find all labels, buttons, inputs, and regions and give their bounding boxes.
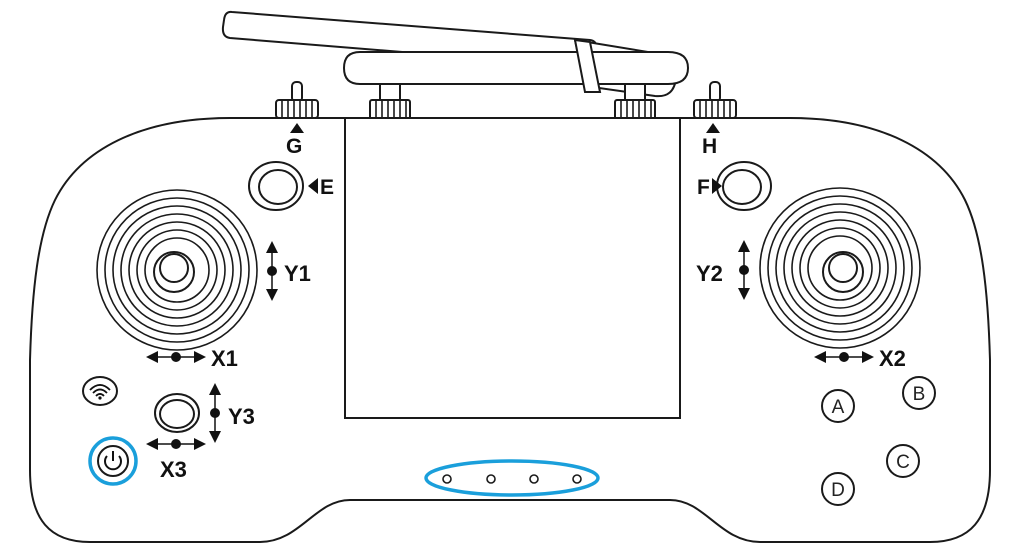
wifi-button[interactable] (82, 376, 118, 406)
label-f: F (697, 176, 710, 199)
x1-axis-arrow-icon (146, 351, 206, 363)
antenna-post-left (369, 83, 411, 121)
indicator-led (572, 474, 582, 484)
label-y2: Y2 (696, 261, 723, 286)
display-screen (344, 117, 681, 419)
joystick-left[interactable] (96, 189, 258, 351)
button-a-label: A (832, 397, 845, 418)
button-d-label: D (831, 480, 845, 501)
button-c[interactable]: C (886, 444, 920, 478)
indicator-leds (424, 459, 600, 497)
arrow-left-e-icon (308, 178, 318, 194)
power-icon (104, 451, 122, 471)
label-y1: Y1 (284, 261, 311, 286)
y1-axis-arrow-icon (266, 241, 278, 301)
label-e: E (320, 176, 334, 199)
button-f[interactable] (716, 161, 772, 211)
indicator-led (486, 474, 496, 484)
label-x2: X2 (879, 346, 906, 371)
button-c-label: C (896, 452, 910, 473)
button-b[interactable]: B (902, 376, 936, 410)
button-d[interactable]: D (821, 472, 855, 506)
arrow-up-g-icon (290, 123, 304, 133)
y2-axis-arrow-icon (738, 240, 750, 300)
arrow-right-f-icon (712, 178, 722, 194)
switch-g[interactable] (275, 81, 319, 119)
indicator-led (442, 474, 452, 484)
power-button[interactable] (88, 436, 138, 486)
x2-axis-arrow-icon (814, 351, 874, 363)
arrow-up-h-icon (706, 123, 720, 133)
label-x3: X3 (160, 457, 187, 482)
antenna (221, 10, 690, 98)
indicator-led (529, 474, 539, 484)
button-a[interactable]: A (821, 389, 855, 423)
label-h: H (702, 135, 717, 158)
button-b-label: B (913, 384, 926, 405)
label-x1: X1 (211, 346, 238, 371)
x3-axis-arrow-icon (146, 438, 206, 450)
label-y3: Y3 (228, 404, 255, 429)
wifi-icon (89, 384, 111, 400)
switch-h[interactable] (693, 81, 737, 119)
button-e[interactable] (248, 161, 304, 211)
antenna-post-right (614, 83, 656, 121)
label-g: G (286, 135, 302, 158)
y3-axis-arrow-icon (209, 383, 221, 443)
joystick-small[interactable] (154, 393, 200, 433)
joystick-right[interactable] (759, 187, 921, 349)
